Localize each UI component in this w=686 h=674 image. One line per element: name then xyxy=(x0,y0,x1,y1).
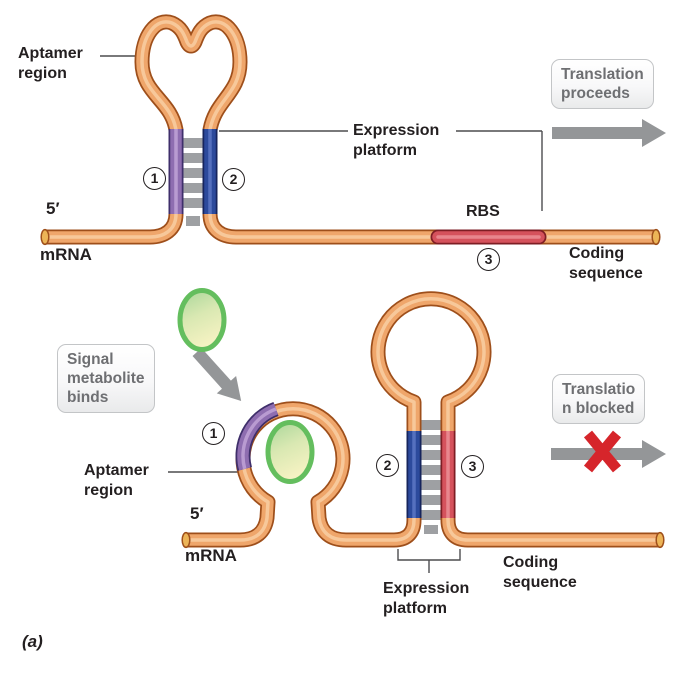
label-line: Expression xyxy=(383,580,470,597)
step-number: 1 xyxy=(209,425,218,441)
step-number: 2 xyxy=(229,171,238,187)
mrna-label-bottom: mRNA xyxy=(185,546,237,566)
metabolite-icon xyxy=(177,288,227,352)
expression-platform-bracket xyxy=(397,549,461,573)
status-line: Translation xyxy=(561,66,644,83)
label-line: RBS xyxy=(466,203,500,220)
label-line: Coding xyxy=(569,245,625,262)
status-line: Signal xyxy=(67,351,114,368)
label-line: mRNA xyxy=(40,245,92,264)
label-line: region xyxy=(18,65,67,82)
label-line: mRNA xyxy=(185,546,237,565)
label-line: Aptamer xyxy=(18,45,83,62)
status-line: Translatio xyxy=(562,381,636,398)
aptamer-region-label-top: Aptamer region xyxy=(18,44,83,84)
label-line: 5′ xyxy=(190,504,204,523)
status-line: n blocked xyxy=(562,400,635,417)
translation-blocked-box: Translatio n blocked xyxy=(552,374,646,424)
label-line: sequence xyxy=(503,574,577,591)
base-pair-rungs-top xyxy=(183,138,203,226)
coding-sequence-label-bottom: Coding sequence xyxy=(503,553,577,593)
mrna-end-caps-top xyxy=(40,228,661,246)
mrna-end-caps-bottom xyxy=(181,531,665,549)
translation-arrow-icon xyxy=(552,119,666,147)
status-line: proceeds xyxy=(561,85,630,102)
step-number: 2 xyxy=(383,457,392,473)
five-prime-label-top: 5′ xyxy=(46,199,60,219)
expression-platform-label-top: Expression platform xyxy=(353,121,439,161)
mrna-label-top: mRNA xyxy=(40,245,92,265)
leader-lines-top xyxy=(100,55,543,211)
rbs-label: RBS xyxy=(466,202,500,222)
step-number: 3 xyxy=(484,251,493,267)
label-line: platform xyxy=(353,142,417,159)
aptamer-region-label-bottom: Aptamer region xyxy=(84,461,149,501)
base-pair-rungs-bottom xyxy=(421,420,441,534)
step-3-badge-bottom: 3 xyxy=(461,455,484,478)
label-line: region xyxy=(84,482,133,499)
status-line: binds xyxy=(67,389,109,406)
label-line: Expression xyxy=(353,122,440,139)
label-line: platform xyxy=(383,600,447,617)
signal-metabolite-box: Signal metabolite binds xyxy=(57,344,155,413)
label-line: (a) xyxy=(22,632,43,651)
step-2-badge-top: 2 xyxy=(222,168,245,191)
label-line: sequence xyxy=(569,265,643,282)
expression-platform-label-bottom: Expression platform xyxy=(383,579,469,619)
step-3-badge-top: 3 xyxy=(477,248,500,271)
figure-part-label: (a) xyxy=(22,632,43,652)
step-number: 3 xyxy=(468,458,477,474)
blocked-x-icon xyxy=(583,430,622,473)
five-prime-label-bottom: 5′ xyxy=(190,504,204,524)
label-line: 5′ xyxy=(46,199,60,218)
mrna-strand-top xyxy=(45,14,656,245)
label-line: Aptamer xyxy=(84,462,149,479)
translation-proceeds-box: Translation proceeds xyxy=(551,59,654,109)
bound-metabolite-icon xyxy=(265,420,315,484)
step-1-badge-bottom: 1 xyxy=(202,422,225,445)
label-line: Coding xyxy=(503,554,559,571)
aptamer-segment-1-bottom xyxy=(235,401,279,471)
coding-sequence-label-top: Coding sequence xyxy=(569,244,643,284)
binding-arrow-icon xyxy=(192,347,242,402)
step-1-badge-top: 1 xyxy=(143,167,166,190)
status-line: metabolite xyxy=(67,370,145,387)
step-2-badge-bottom: 2 xyxy=(376,454,399,477)
step-number: 1 xyxy=(150,170,159,186)
